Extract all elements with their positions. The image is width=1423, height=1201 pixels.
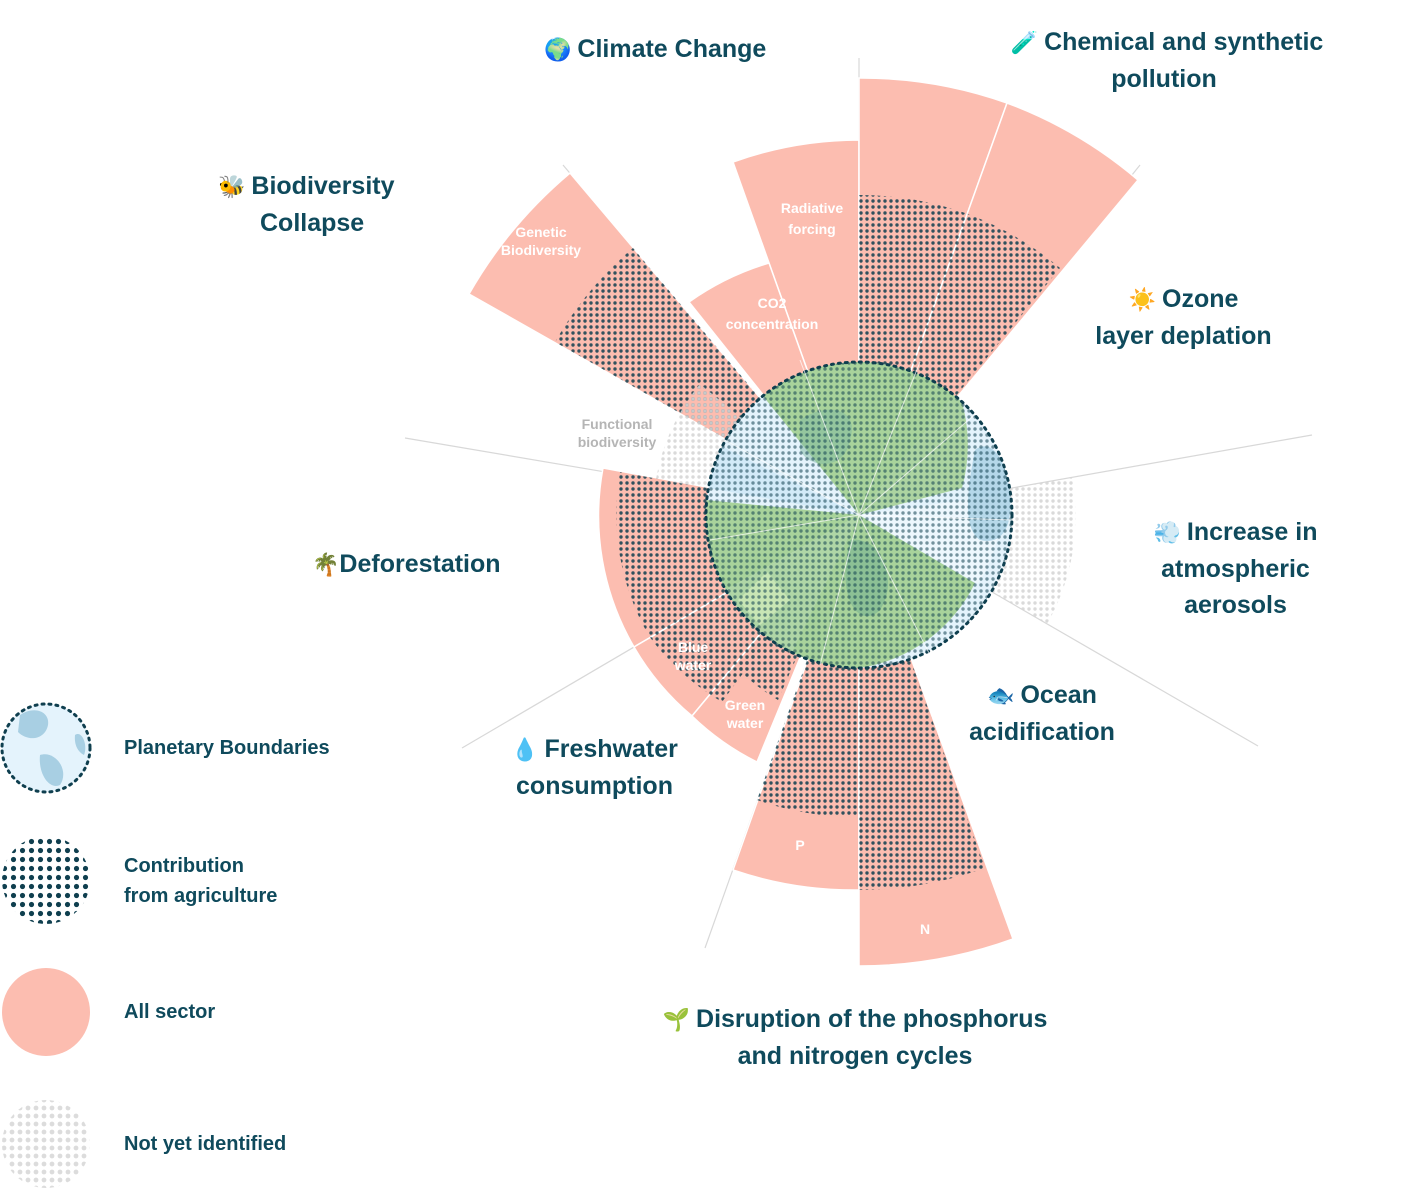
title-freshwater: 💧Freshwater consumption — [511, 735, 678, 800]
title-ozone: ☀️Ozone layer deplation — [1095, 285, 1272, 350]
fish-icon: 🐟 — [987, 683, 1015, 708]
boundary-outline — [704, 360, 1014, 670]
title-biodiversity: 🐝Biodiversity Collapse — [218, 172, 395, 237]
legend-not-identified-label: Not yet identified — [124, 1133, 287, 1155]
legend-dots-icon — [2, 836, 90, 924]
label-green-1: Green — [725, 697, 765, 713]
legend-icons — [0, 702, 92, 1188]
label-blue-2: water — [674, 657, 712, 673]
title-climate-change: 🌍Climate Change — [544, 35, 767, 63]
legend-grey-icon — [2, 1100, 90, 1188]
label-radiative-1: Radiative — [781, 200, 843, 216]
title-ocean: 🐟Ocean acidification — [969, 681, 1115, 746]
bee-icon: 🐝 — [218, 174, 246, 199]
label-genetic-2: Biodiversity — [501, 242, 581, 258]
label-co2-1: CO2 — [758, 295, 787, 311]
title-chemical-pollution: 🧪Chemical and synthetic pollution — [1010, 28, 1324, 93]
label-functional-2: biodiversity — [578, 434, 657, 450]
label-blue-1: Blue — [678, 639, 709, 655]
wind-icon: 💨 — [1153, 520, 1181, 545]
legend-all-sector-label: All sector — [124, 1001, 216, 1023]
segment-labels: Radiative forcing CO2 concentration Gene… — [501, 200, 930, 937]
legend-agriculture-label: Contribution from agriculture — [124, 855, 278, 907]
test-tube-icon: 🧪 — [1010, 30, 1039, 55]
palm-tree-icon: 🌴 — [312, 552, 340, 577]
label-p: P — [795, 837, 804, 853]
title-aerosols: 💨Increase in atmospheric aerosols — [1153, 518, 1318, 619]
legend-planetary-label: Planetary Boundaries — [124, 737, 330, 759]
seedling-icon: 🌱 — [662, 1007, 691, 1032]
title-cycles: 🌱Disruption of the phosphorus and nitrog… — [662, 1005, 1048, 1070]
inner-radials — [709, 359, 1013, 666]
title-deforestation: 🌴Deforestation — [312, 550, 501, 578]
legend-salmon-icon — [2, 968, 90, 1056]
globe-icon: 🌍 — [544, 37, 572, 62]
label-functional-1: Functional — [582, 416, 653, 432]
sun-icon: ☀️ — [1128, 287, 1156, 312]
label-radiative-2: forcing — [788, 221, 835, 237]
label-n: N — [920, 921, 930, 937]
label-genetic-1: Genetic — [515, 224, 567, 240]
label-co2-2: concentration — [726, 316, 819, 332]
droplet-icon: 💧 — [511, 737, 539, 762]
label-green-2: water — [726, 715, 764, 731]
